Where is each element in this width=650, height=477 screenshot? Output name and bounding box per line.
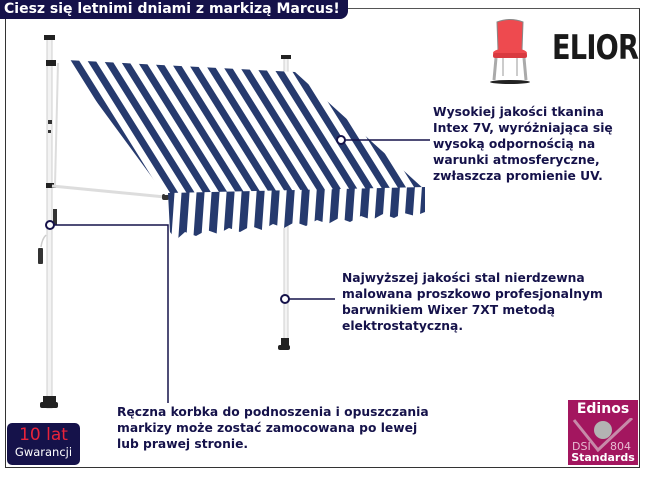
callout-line: Ręczna korbka do podnoszenia i opuszczan…: [117, 405, 429, 419]
certificate-left: DSI: [572, 440, 591, 452]
brand-name: ELIOR: [552, 28, 639, 68]
callout-fabric: Wysokiej jakości tkanina Intex 7V, wyróż…: [433, 104, 613, 184]
awning-canopy: [66, 60, 425, 195]
callout-line: barwnikiem Wixer 7XT metodą: [342, 303, 556, 317]
callout-line: lub prawej stronie.: [117, 437, 249, 451]
callout-line: markizy może zostać zamocowana po lewej: [117, 421, 418, 435]
callout-line: warunki atmosferyczne,: [433, 153, 600, 167]
certificate-badge: Edinos DSI 804 Standards: [568, 400, 638, 465]
checkmark-icon: DSI 804: [568, 418, 638, 452]
certificate-right: 804: [610, 440, 631, 452]
callout-line: elektrostatyczną.: [342, 319, 464, 333]
certificate-bottom: Standards: [571, 451, 635, 464]
callout-marker-steel: [280, 294, 290, 304]
callout-line: malowana proszkowo profesjonalnym: [342, 287, 603, 301]
callout-line: zwłaszcza promienie UV.: [433, 169, 603, 183]
warranty-years: 10 lat: [19, 425, 68, 445]
page-title: Ciesz się letnimi dniami z markizą Marcu…: [0, 0, 348, 19]
callout-marker-fabric: [336, 135, 346, 145]
callout-line: wysoką odpornością na: [433, 137, 596, 151]
callout-line: Intex 7V, wyróżniająca się: [433, 121, 613, 135]
warranty-badge: 10 lat Gwarancji: [7, 423, 80, 465]
callout-crank: Ręczna korbka do podnoszenia i opuszczan…: [117, 404, 429, 452]
callout-steel: Najwyższej jakości stal nierdzewna malow…: [342, 270, 603, 334]
callout-line: Najwyższej jakości stal nierdzewna: [342, 271, 585, 285]
callout-line: Wysokiej jakości tkanina: [433, 105, 604, 119]
warranty-label: Gwarancji: [14, 445, 73, 459]
callout-marker-crank: [45, 220, 55, 230]
certificate-top: Edinos: [576, 401, 630, 417]
awning-valance: [168, 187, 425, 240]
